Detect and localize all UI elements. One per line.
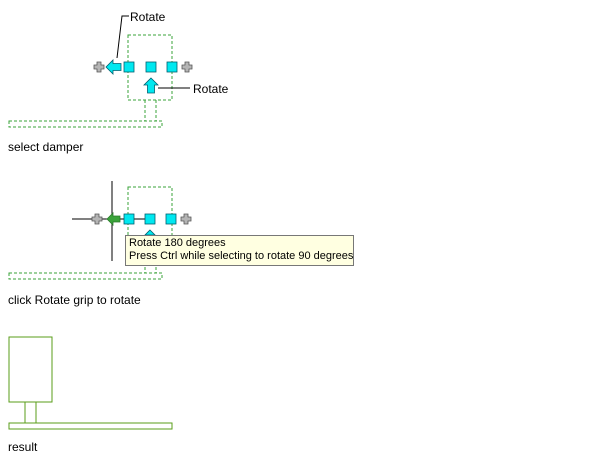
damper-body-solid xyxy=(8,336,53,403)
tooltip-line-2: Press Ctrl while selecting to rotate 90 … xyxy=(129,250,354,262)
plus-grip-right[interactable] xyxy=(180,213,192,225)
rotate-grip-hover-arrow[interactable] xyxy=(106,212,121,226)
grip-square-3[interactable] xyxy=(166,61,178,73)
duct-solid xyxy=(8,422,173,430)
duct-dashed xyxy=(8,272,163,280)
step3-caption: result xyxy=(8,440,38,454)
duct-dashed xyxy=(8,120,163,128)
grip-square-2[interactable] xyxy=(145,61,157,73)
tooltip-line-1: Rotate 180 degrees xyxy=(129,237,226,249)
step2-caption: click Rotate grip to rotate xyxy=(8,293,141,307)
plus-grip-right[interactable] xyxy=(181,61,193,73)
grip-square-1[interactable] xyxy=(123,61,135,73)
grip-square-3[interactable] xyxy=(165,213,177,225)
rotate-grip-left-arrow[interactable] xyxy=(105,59,122,75)
grip-square-2[interactable] xyxy=(144,213,156,225)
callout-leader-top xyxy=(116,15,129,59)
plus-grip-left[interactable] xyxy=(91,213,103,225)
rotate-tooltip: Rotate 180 degrees Press Ctrl while sele… xyxy=(125,235,354,266)
rotate-grip-bottom-arrow[interactable] xyxy=(143,77,159,94)
rotate-callout-right: Rotate xyxy=(193,82,229,96)
step1-caption: select damper xyxy=(8,140,84,154)
grip-square-1[interactable] xyxy=(123,213,135,225)
plus-grip-left[interactable] xyxy=(93,61,105,73)
step3-rotated-damper xyxy=(8,336,173,430)
rotate-callout-top: Rotate xyxy=(130,10,166,24)
